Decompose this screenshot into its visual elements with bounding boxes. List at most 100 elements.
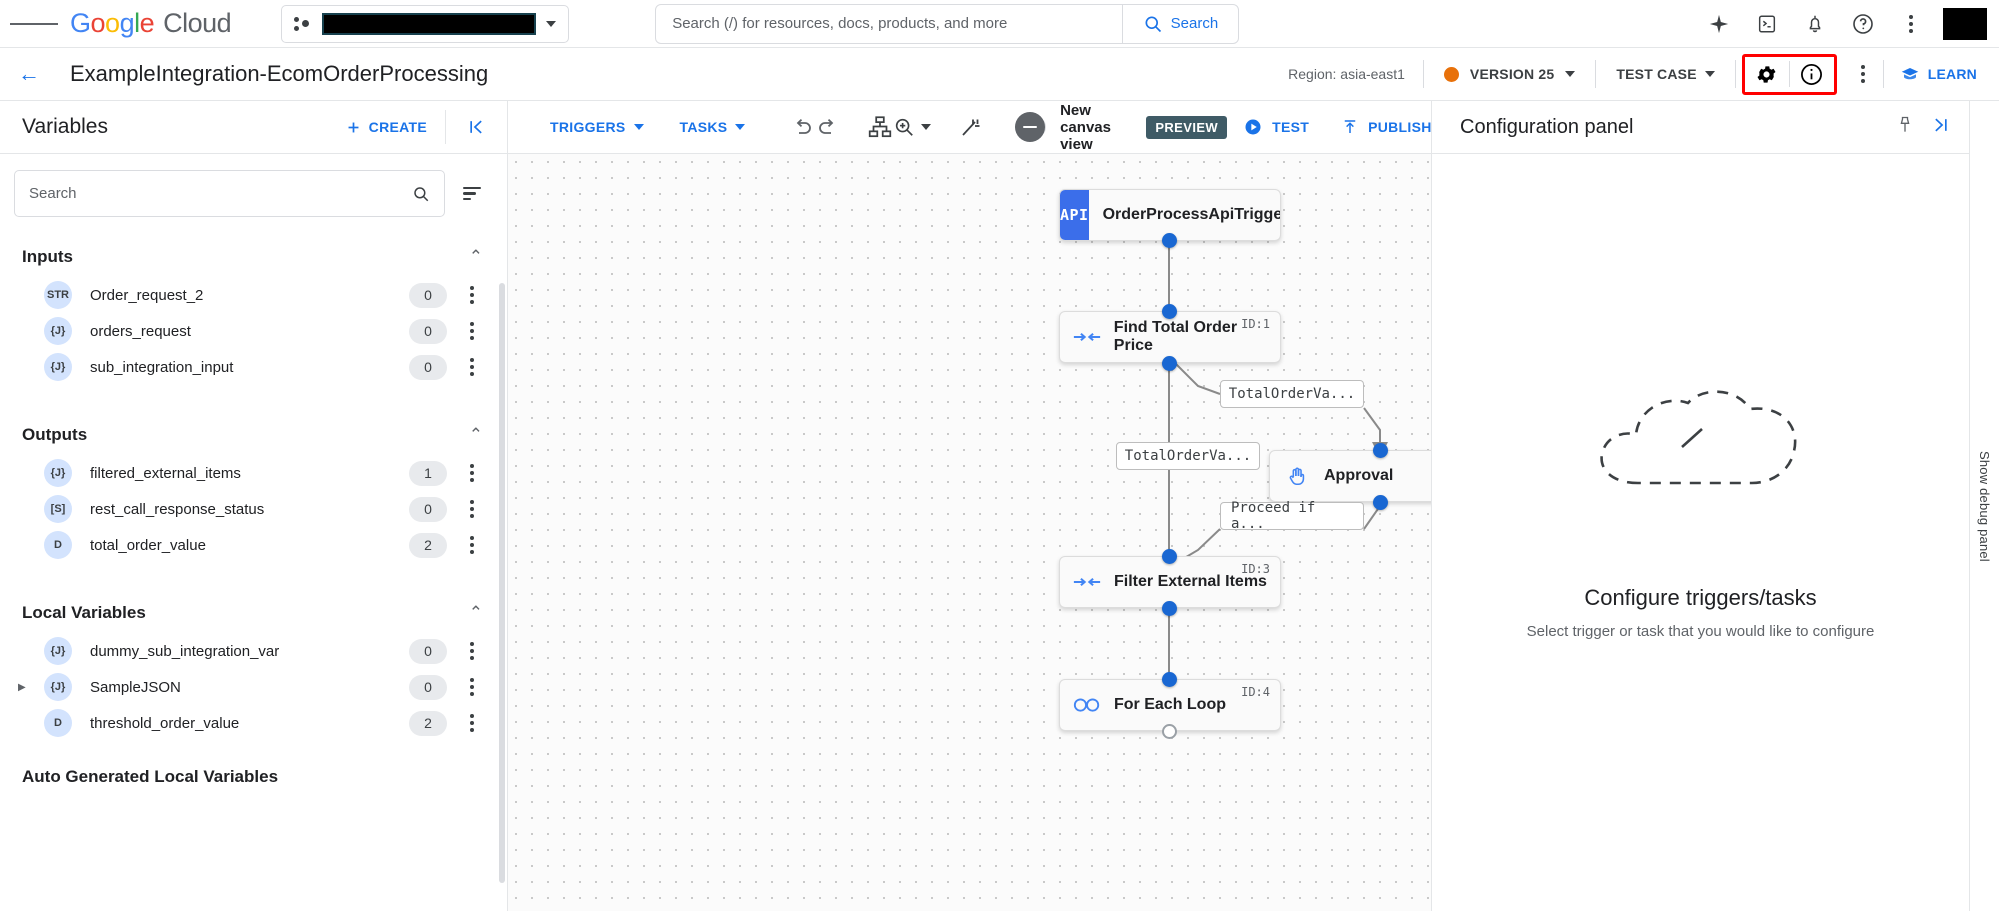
node-output-port[interactable] [1162,601,1177,616]
auto-generated-section-title: Auto Generated Local Variables [22,767,279,786]
zoom-icon[interactable] [893,107,932,147]
chevron-down-icon [921,124,932,130]
node-input-port[interactable] [1162,549,1177,564]
variable-count: 0 [409,674,447,700]
variable-menu-icon[interactable] [459,536,485,554]
variable-menu-icon[interactable] [459,642,485,660]
configuration-panel-empty-state: Configure triggers/tasks Select trigger … [1432,154,1969,911]
variable-menu-icon[interactable] [459,286,485,304]
edge-label[interactable]: TotalOrderVa... [1116,442,1260,470]
canvas-node-approval[interactable]: Approval ID:2 [1269,450,1431,502]
variable-row[interactable]: ▶ {J} SampleJSON 0 [0,669,507,705]
project-selector[interactable] [281,4,570,43]
expand-variable-icon[interactable]: ▶ [18,681,26,693]
page-title: ExampleIntegration-EcomOrderProcessing [70,61,489,86]
variable-menu-icon[interactable] [459,714,485,732]
sidebar-scrollbar[interactable] [499,283,505,883]
notifications-bell-icon[interactable] [1795,4,1835,44]
test-button[interactable]: TEST [1227,117,1325,137]
help-icon[interactable] [1843,4,1883,44]
more-options-icon[interactable] [1891,4,1931,44]
variable-row[interactable]: {J} orders_request 0 [0,313,507,349]
node-output-port[interactable] [1373,495,1388,510]
section-header[interactable]: Inputs ⌃ [0,235,507,277]
user-avatar[interactable] [1943,7,1987,40]
node-output-port[interactable] [1162,724,1177,739]
hamburger-menu-icon[interactable] [10,0,58,48]
variable-menu-icon[interactable] [459,500,485,518]
integration-more-options-icon[interactable] [1843,54,1883,94]
divider [1882,60,1884,88]
section-header[interactable]: Local Variables ⌃ [0,591,507,633]
node-input-port[interactable] [1162,304,1177,319]
variables-header: Variables CREATE [0,101,507,154]
variable-name: dummy_sub_integration_var [90,642,280,660]
collapse-sidebar-icon[interactable] [445,110,507,144]
section-header[interactable]: Outputs ⌃ [0,413,507,455]
variable-menu-icon[interactable] [459,358,485,376]
global-search[interactable]: Search [655,3,1240,44]
filter-sort-icon[interactable] [459,183,485,205]
divider [1595,60,1597,88]
integration-header-actions: Region: asia-east1 VERSION 25 TEST CASE [1288,48,1999,100]
variable-row[interactable]: STR Order_request_2 0 [0,277,507,313]
canvas-node-find-total-order-price[interactable]: Find Total Order Price ID:1 [1059,311,1281,363]
create-variable-button[interactable]: CREATE [345,119,427,136]
canvas-node-for-each-loop[interactable]: For Each Loop ID:4 [1059,679,1281,731]
variable-row[interactable]: {J} sub_integration_input 0 [0,349,507,385]
variables-list[interactable]: Inputs ⌃ STR Order_request_2 0 {J} order… [0,229,507,911]
hand-approval-icon [1270,464,1324,488]
pin-icon[interactable] [1895,115,1915,140]
undo-icon[interactable] [791,107,815,147]
integration-canvas[interactable]: API OrderProcessApiTrigger Find Total Or… [508,154,1431,911]
magic-wand-icon[interactable] [959,107,983,147]
project-icon [294,15,312,33]
node-output-port[interactable] [1162,233,1177,248]
search-button[interactable]: Search [1121,4,1239,43]
variable-row[interactable]: {J} filtered_external_items 1 [0,455,507,491]
settings-gear-icon[interactable] [1745,56,1789,92]
new-canvas-view-toggle[interactable] [1015,112,1047,142]
chevron-up-icon[interactable]: ⌃ [468,425,483,444]
chevron-up-icon[interactable]: ⌃ [468,603,483,622]
variable-row[interactable]: {J} dummy_sub_integration_var 0 [0,633,507,669]
triggers-menu[interactable]: TRIGGERS [532,119,662,135]
auto-layout-icon[interactable] [867,107,893,147]
expand-panel-icon[interactable] [1929,115,1951,140]
learn-button[interactable]: LEARN [1884,65,1999,83]
mapping-icon [1060,573,1114,591]
variables-search-input[interactable] [29,185,412,202]
variable-menu-icon[interactable] [459,678,485,696]
canvas-node-trigger[interactable]: API OrderProcessApiTrigger [1059,189,1281,241]
variable-row[interactable]: D total_order_value 2 [0,527,507,563]
variable-count: 2 [409,710,447,736]
test-case-selector[interactable]: TEST CASE [1596,66,1734,82]
gemini-sparkle-icon[interactable] [1699,4,1739,44]
chevron-up-icon[interactable]: ⌃ [468,247,483,266]
cloud-shell-icon[interactable] [1747,4,1787,44]
publish-button[interactable]: PUBLISH [1325,117,1448,137]
tasks-menu[interactable]: TASKS [662,119,764,135]
search-input[interactable] [656,4,1122,43]
redo-icon[interactable] [815,107,839,147]
edge-label[interactable]: TotalOrderVa... [1220,380,1364,408]
show-debug-panel-rail[interactable]: Show debug panel [1969,101,1999,911]
variable-menu-icon[interactable] [459,322,485,340]
variable-count: 0 [409,496,447,522]
variable-row[interactable]: [S] rest_call_response_status 0 [0,491,507,527]
variables-search-field[interactable] [14,170,445,217]
info-icon[interactable] [1790,56,1834,92]
edge-label[interactable]: Proceed if a... [1220,500,1364,532]
variable-menu-icon[interactable] [459,464,485,482]
node-output-port[interactable] [1162,356,1177,371]
version-selector[interactable]: VERSION 25 [1424,66,1595,82]
variable-row[interactable]: D threshold_order_value 2 [0,705,507,741]
section-title: Outputs [22,425,88,444]
back-arrow-icon[interactable]: ← [18,61,40,86]
node-input-port[interactable] [1373,443,1388,458]
node-input-port[interactable] [1162,672,1177,687]
canvas-column: TRIGGERS TASKS [508,101,1741,911]
